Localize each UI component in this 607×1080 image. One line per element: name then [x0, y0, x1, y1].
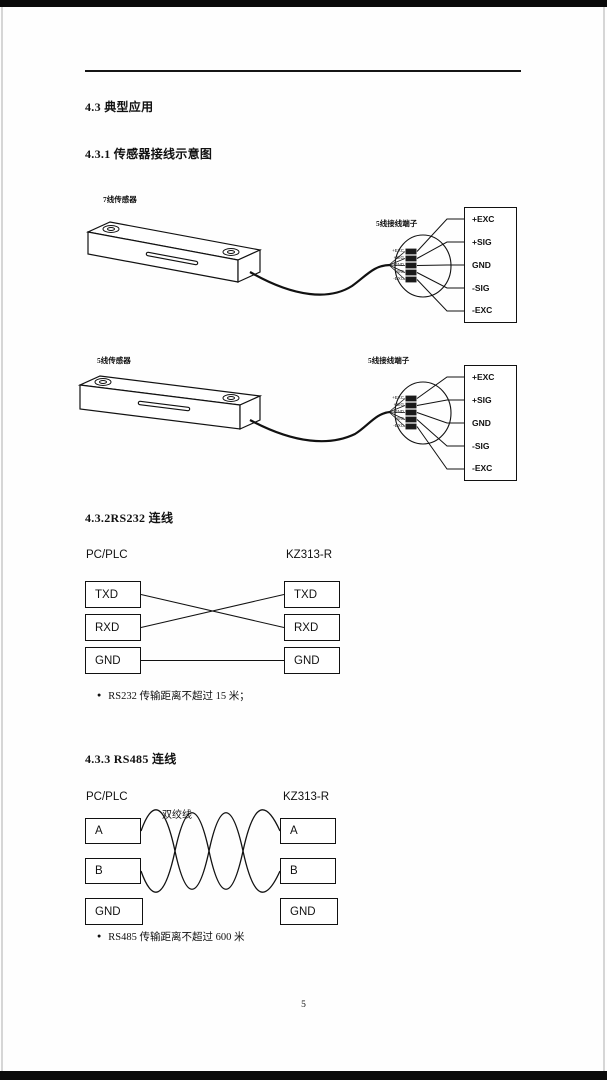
scan-edge-left — [1, 7, 3, 1071]
rs485-left-pin-b: B — [85, 858, 141, 884]
connector-pin-label: +SIG — [393, 402, 404, 407]
rs485-left-pin-a: A — [85, 818, 141, 844]
sensor-label: 7线传感器 — [103, 195, 137, 204]
connector-pin-label: GND — [394, 262, 404, 267]
rs232-right-header: KZ313-R — [286, 549, 333, 561]
rs232-left-pin-txd: TXD — [85, 581, 141, 608]
connector-pin-labels: +EXC +SIG GND -SIG -EXC — [384, 247, 404, 282]
rs485-note: ● RS485 传输距离不超过 600 米 — [97, 929, 244, 944]
connector-pin-label: +SIG — [393, 255, 404, 260]
page-number: 5 — [301, 1000, 306, 1010]
rs485-note-text: RS485 传输距离不超过 600 米 — [108, 932, 245, 943]
section-heading-4-3-3: 4.3.3 RS485 连线 — [85, 752, 177, 766]
connector-pin-label: +EXC — [392, 248, 404, 253]
connector-pin-label: GND — [394, 409, 404, 414]
terminal-pin-label: GND — [472, 417, 491, 428]
rs232-right-pin-rxd: RXD — [284, 614, 340, 641]
rs232-left-pin-rxd: RXD — [85, 614, 141, 641]
terminal-label: 5线接线端子 — [368, 356, 410, 365]
rs232-right-pin-gnd: GND — [284, 647, 340, 674]
terminal-pin-label: +EXC — [472, 372, 495, 383]
terminal-pin-label: -EXC — [472, 463, 493, 474]
terminal-pin-label: +SIG — [472, 236, 492, 247]
scan-edge-top — [0, 0, 607, 7]
header-rule — [85, 70, 521, 72]
terminal-box: +EXC +SIG GND -SIG -EXC — [464, 207, 517, 323]
twisted-pair-label: 双绞线 — [162, 810, 192, 821]
connector-pin-labels: +EXC +SIG GND -SIG -EXC — [384, 394, 404, 429]
section-heading-4-3-2: 4.3.2RS232 连线 — [85, 511, 174, 525]
rs485-right-pin-a: A — [280, 818, 336, 844]
terminal-pin-label: GND — [472, 259, 491, 270]
terminal-pin-label: +SIG — [472, 394, 492, 405]
rs485-left-pin-gnd: GND — [85, 898, 143, 925]
terminal-label: 5线接线端子 — [376, 219, 418, 228]
sensor-label: 5线传感器 — [97, 356, 131, 365]
scan-edge-right — [603, 7, 605, 1071]
terminal-box: +EXC +SIG GND -SIG -EXC — [464, 365, 517, 481]
section-heading-4-3-1: 4.3.1 传感器接线示意图 — [85, 147, 213, 161]
rs232-right-pin-txd: TXD — [284, 581, 340, 608]
rs232-note: ● RS232 传输距离不超过 15 米； — [97, 688, 250, 703]
connector-pin-label: -SIG — [394, 416, 404, 421]
bullet-icon: ● — [97, 691, 102, 699]
rs232-left-pin-gnd: GND — [85, 647, 141, 674]
connector-pin-label: -EXC — [393, 423, 404, 428]
rs232-left-header: PC/PLC — [86, 549, 128, 561]
scan-edge-bottom — [0, 1071, 607, 1080]
rs232-note-text: RS232 传输距离不超过 15 米； — [108, 691, 250, 702]
rs485-right-pin-b: B — [280, 858, 336, 884]
rs485-right-header: KZ313-R — [283, 791, 330, 803]
terminal-pin-label: -SIG — [472, 440, 490, 451]
terminal-pin-label: +EXC — [472, 214, 495, 225]
rs485-right-pin-gnd: GND — [280, 898, 338, 925]
section-heading-4-3: 4.3 典型应用 — [85, 100, 154, 114]
terminal-pin-label: -SIG — [472, 282, 490, 293]
connector-pin-label: +EXC — [392, 395, 404, 400]
rs485-left-header: PC/PLC — [86, 791, 128, 803]
connector-pin-label: -SIG — [394, 269, 404, 274]
bullet-icon: ● — [97, 932, 102, 940]
terminal-pin-label: -EXC — [472, 305, 493, 316]
connector-pin-label: -EXC — [393, 276, 404, 281]
